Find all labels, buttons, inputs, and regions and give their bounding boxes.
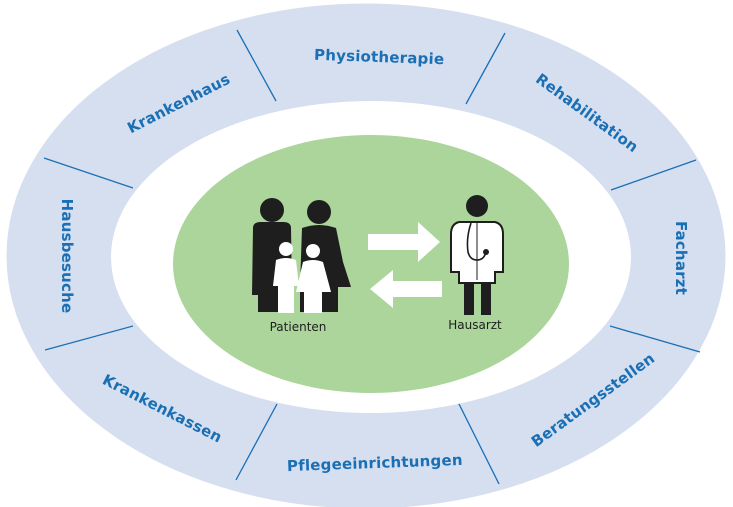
divider-facharzt-beratungsstellen: [609, 325, 701, 353]
doctor-icon: [450, 195, 504, 315]
segment-dividers: [43, 29, 701, 485]
center-ellipse: [173, 135, 569, 393]
divider-physiotherapie-rehabilitation: [465, 32, 506, 105]
family-icon: [252, 198, 351, 313]
exchange-arrows: [368, 222, 442, 308]
divider-beratungsstellen-pflegeeinrichtungen: [456, 399, 500, 485]
patients-label: Patienten: [270, 320, 327, 334]
divider-pflegeeinrichtungen-krankenkassen: [235, 403, 278, 481]
divider-hausbesuche-krankenhaus: [43, 157, 134, 189]
divider-rehabilitation-facharzt: [610, 159, 697, 191]
arrow-left-icon: [370, 270, 442, 308]
segment-label-physiotherapie: Physiotherapie: [314, 46, 445, 69]
segment-label-hausbesuche: Hausbesuche: [58, 199, 76, 314]
doctor-label: Hausarzt: [448, 318, 502, 332]
segment-label-facharzt: Facharzt: [672, 221, 690, 295]
divider-krankenkassen-hausbesuche: [44, 325, 134, 351]
divider-krankenhaus-physiotherapie: [236, 29, 277, 102]
arrow-right-icon: [368, 222, 440, 262]
